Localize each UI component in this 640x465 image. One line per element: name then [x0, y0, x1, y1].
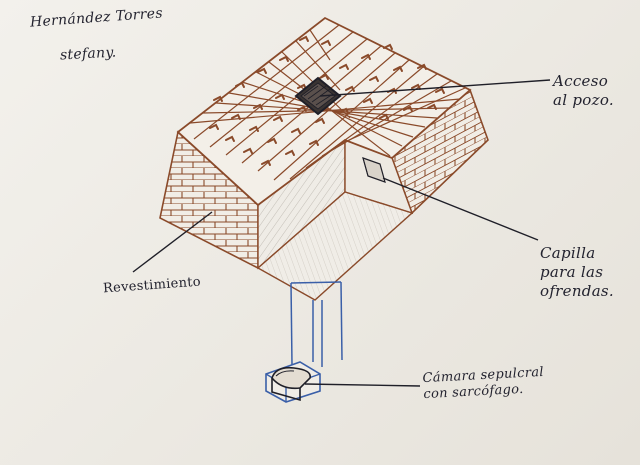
leader-acceso: [319, 79, 551, 97]
leader-capilla: [382, 177, 539, 241]
label-acceso-al-pozo: Acceso al pozo.: [553, 72, 614, 109]
label-camara-sepulcral: Cámara sepulcral con sarcófago.: [422, 364, 545, 403]
leader-lines: [132, 79, 551, 387]
mastaba-top: [176, 16, 472, 207]
chapel-floor: [256, 191, 414, 301]
burial-chamber: [265, 361, 321, 403]
author-first-name: stefany.: [59, 44, 117, 64]
underground-shaft: [290, 281, 343, 367]
leader-camara: [304, 383, 421, 387]
label-capilla: Capilla para las ofrendas.: [540, 244, 615, 300]
sarcophagus: [271, 366, 311, 402]
shaft-opening: [294, 76, 342, 116]
offering-niche: [362, 157, 386, 183]
leader-revestimiento: [132, 211, 213, 273]
